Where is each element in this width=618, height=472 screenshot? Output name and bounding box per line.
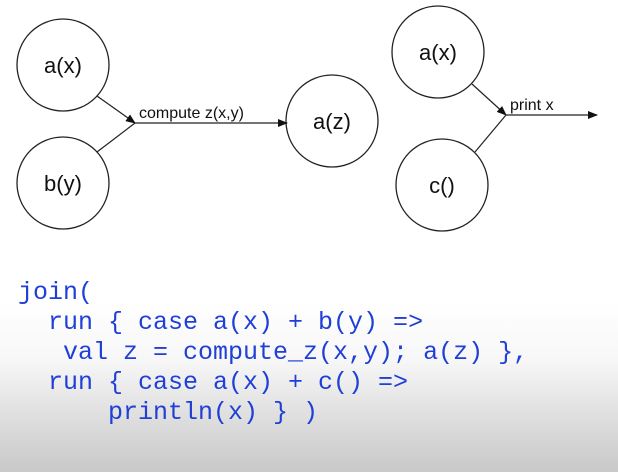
reaction-label-print: print x [510,97,554,114]
edge-a-x-to-reaction-right [471,83,507,116]
code-block: join( run { case a(x) + b(y) => val z = … [18,278,608,428]
edge-a-x-to-reaction-left [96,95,136,124]
code-line: run { case a(x) + b(y) => [18,308,424,337]
node-b-y-label: b(y) [44,171,82,196]
node-c [395,138,489,232]
node-a-x-right [391,5,485,99]
join-diagrams: a(x) b(y) a(z) compute z(x,y) a(x) c() p… [16,5,598,232]
reaction-label-compute: compute z(x,y) [139,105,244,122]
node-a-x-left-label: a(x) [44,53,82,78]
edge-c-to-reaction-right [474,114,507,153]
code-line: println(x) } ) [18,398,319,427]
node-b-y [16,136,110,230]
code-line: join( [18,278,94,307]
node-c-label: c() [429,173,455,198]
node-a-x-left [16,18,110,112]
edge-b-y-to-reaction-left [96,122,136,153]
node-a-z-label: a(z) [313,109,351,134]
code-line: val z = compute_z(x,y); a(z) }, [18,338,529,367]
diagram-left: a(x) b(y) a(z) compute z(x,y) [16,18,379,230]
code-line: run { case a(x) + c() => [18,368,409,397]
diagram-right: a(x) c() print x [391,5,598,232]
node-a-x-right-label: a(x) [419,40,457,65]
